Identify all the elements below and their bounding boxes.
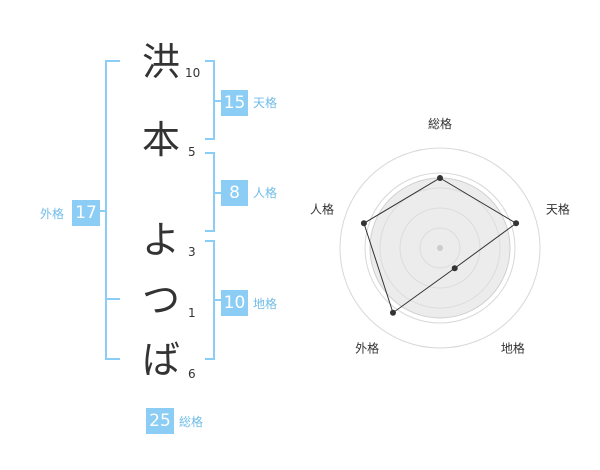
gaikaku-value: 17 — [72, 200, 100, 226]
radar-point-1 — [437, 175, 443, 181]
jinkaku-value: 8 — [221, 180, 248, 206]
gaikaku-label: 外格 — [40, 207, 65, 221]
name-char-2: 本 — [141, 118, 180, 162]
chikaku-label: 地格 — [253, 297, 278, 311]
radar-point-4 — [389, 309, 396, 316]
radar-axis-label-5: 人格 — [310, 202, 334, 217]
radar-series-polygon — [363, 177, 517, 314]
stroke-count-5: 6 — [188, 367, 196, 381]
radar-axis-label-4: 外格 — [355, 340, 379, 355]
stroke-count-2: 5 — [188, 145, 196, 159]
tenkaku-tick — [215, 100, 221, 102]
stroke-count-3: 3 — [188, 245, 196, 259]
radar-center-dot — [437, 245, 443, 251]
radar-ring-3 — [364, 172, 516, 324]
name-char-5: ば — [141, 338, 180, 382]
chikaku-value: 10 — [221, 290, 248, 316]
soukaku-label: 総格 — [179, 415, 204, 429]
stroke-count-1: 10 — [185, 66, 201, 80]
radar-inner-ring-3 — [379, 187, 501, 309]
name-char-1: 洪 — [141, 40, 180, 84]
tenkaku-bracket — [205, 60, 215, 140]
jinkaku-bracket — [205, 152, 215, 232]
tenkaku-label: 天格 — [253, 96, 278, 110]
stroke-count-4: 1 — [188, 306, 196, 320]
gaikaku-tick — [99, 210, 105, 212]
name-char-4: つ — [141, 278, 180, 322]
radar-axis-label-3: 地格 — [501, 340, 525, 355]
soukaku-value: 25 — [146, 408, 174, 434]
radar-axis-label-2: 天格 — [546, 202, 570, 217]
radar-axis-label-1: 総格 — [428, 116, 452, 131]
tenkaku-value: 15 — [221, 90, 248, 116]
gaikaku-bracket — [105, 60, 120, 360]
radar-inner-ring-2 — [399, 207, 481, 289]
chikaku-bracket — [205, 240, 215, 360]
gaikaku-inner-tick — [105, 298, 120, 300]
radar-point-3 — [451, 265, 458, 272]
jinkaku-label: 人格 — [253, 186, 278, 200]
radar-point-2 — [513, 220, 520, 227]
radar-ring-4 — [339, 147, 541, 349]
name-char-3: よ — [141, 218, 180, 262]
radar-inner-ring-1 — [419, 227, 461, 269]
chikaku-tick — [215, 299, 221, 301]
jinkaku-tick — [215, 192, 221, 194]
radar-point-5 — [360, 220, 367, 227]
